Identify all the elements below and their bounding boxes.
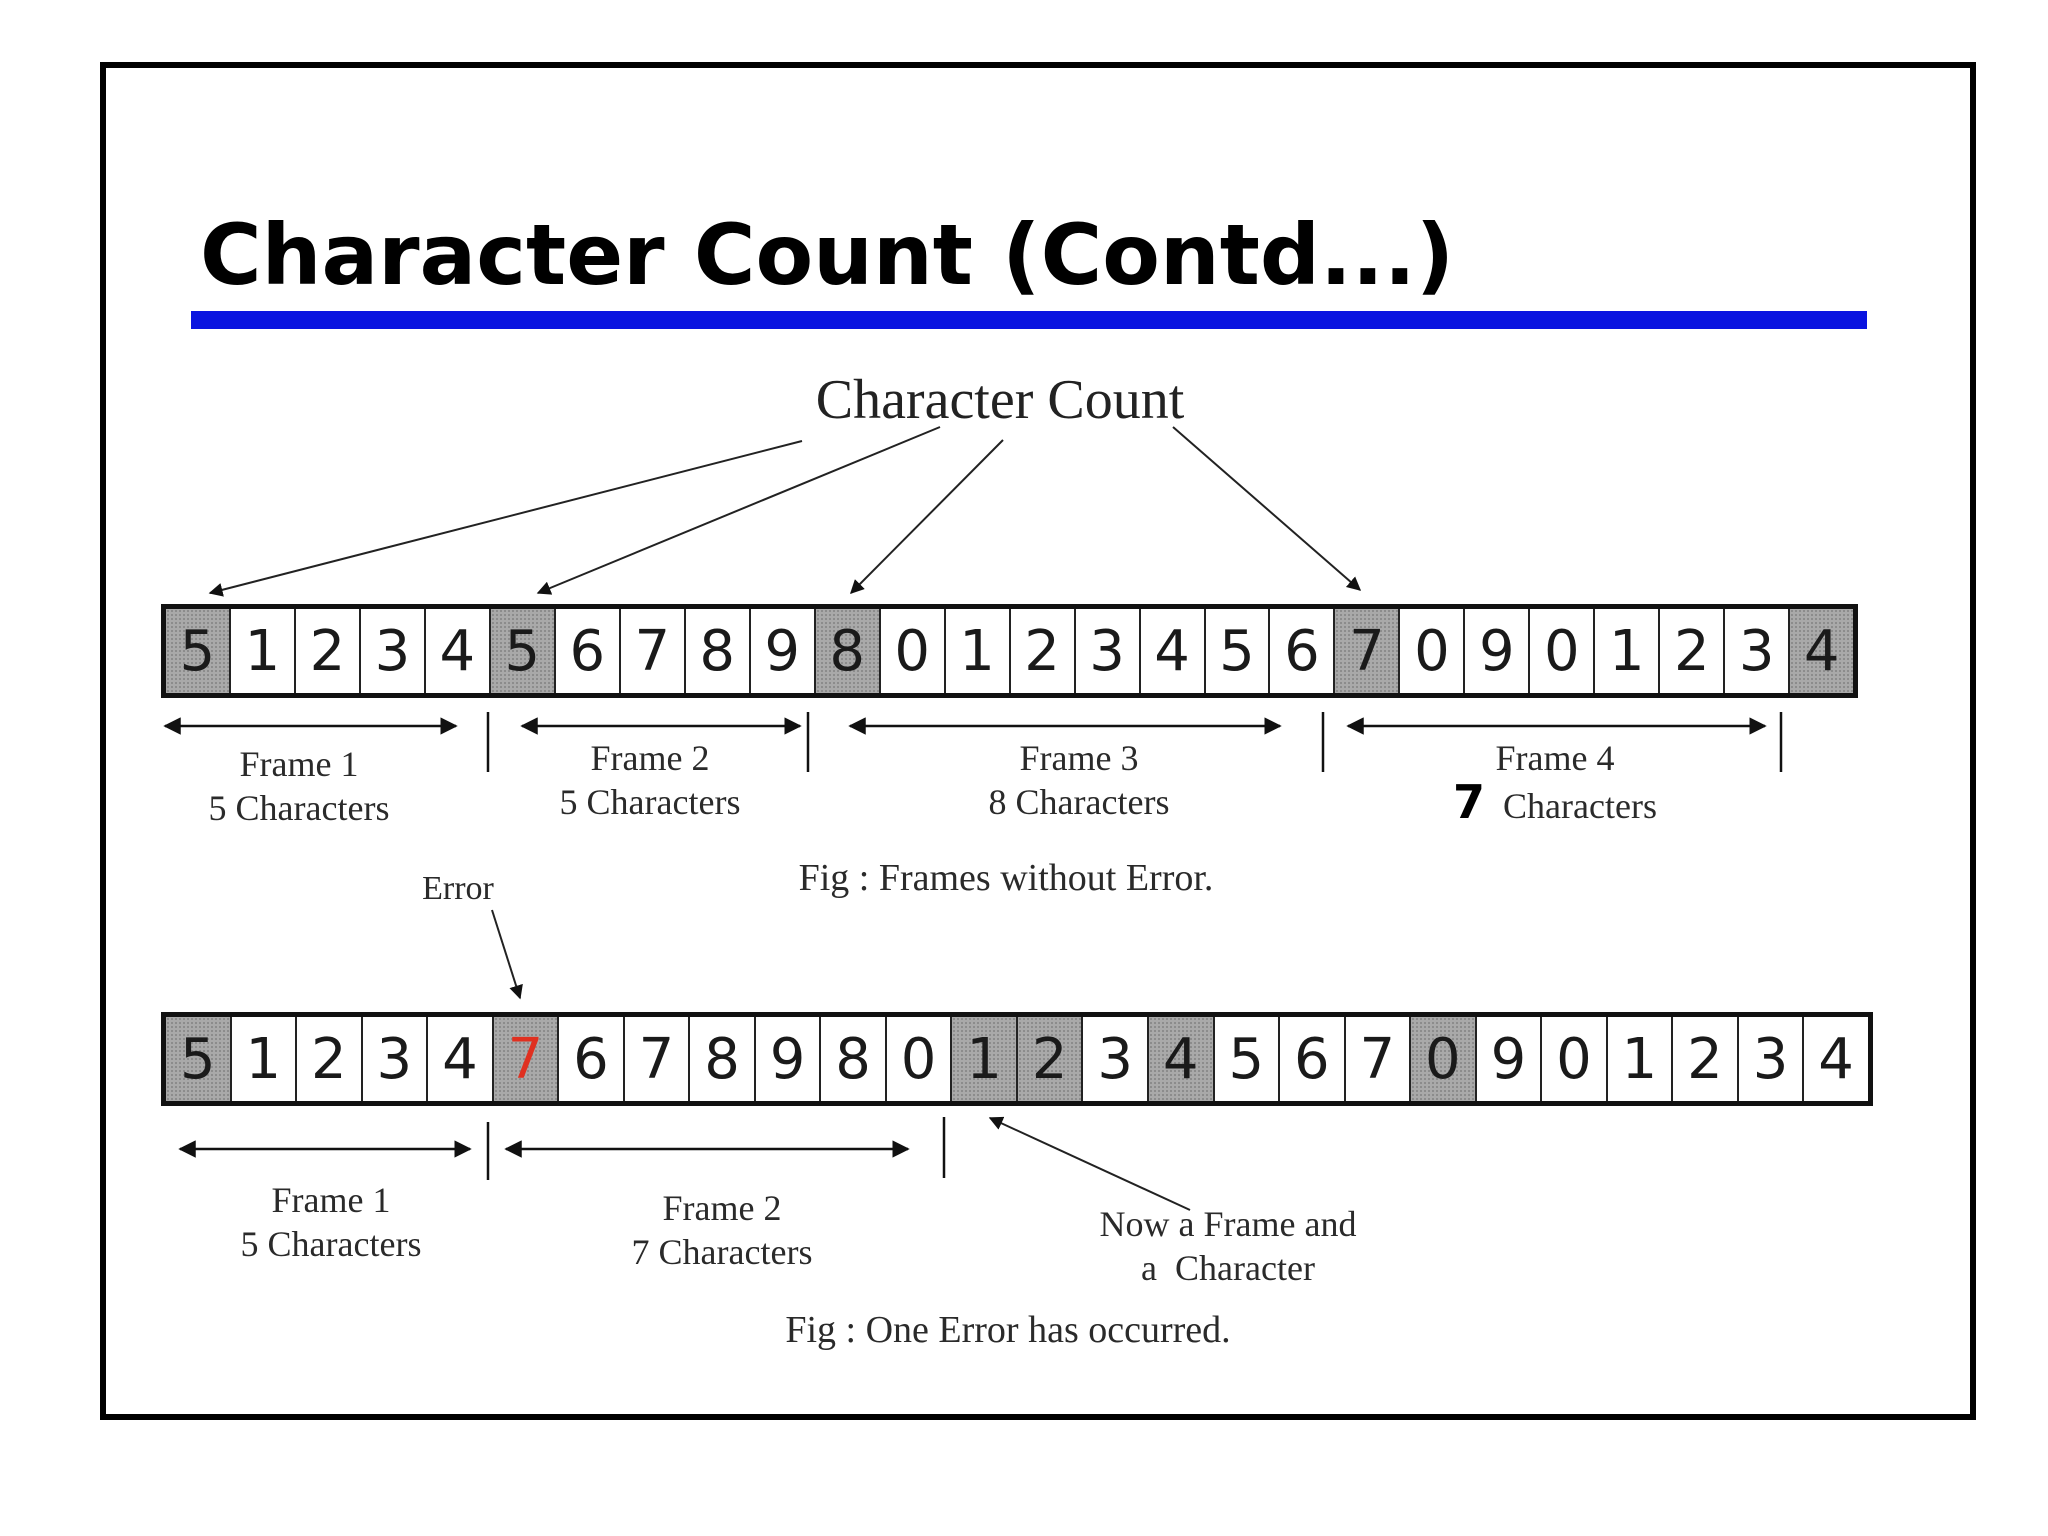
data-cell: 4 — [1804, 1017, 1868, 1101]
data-cell: 6 — [1280, 1017, 1346, 1101]
data-cell: 8 — [821, 1017, 887, 1101]
data-cell: 2 — [297, 1017, 363, 1101]
s2-frame2-label: Frame 2 7 Characters — [631, 1188, 813, 1272]
count-cell: 8 — [815, 609, 881, 693]
count-cell: 5 — [166, 1017, 232, 1101]
data-cell: 9 — [755, 1017, 822, 1101]
character-count-label: Character Count — [815, 369, 1185, 431]
count-cell: 5 — [490, 609, 556, 693]
data-cell: 4 — [425, 609, 491, 693]
count-pointer-arrow-frame2 — [536, 426, 941, 595]
data-cell: 3 — [1083, 1017, 1149, 1101]
data-cell: 0 — [1400, 609, 1466, 693]
data-cell: 2 — [1673, 1017, 1739, 1101]
s2-frame1-label: Frame 1 5 Characters — [240, 1180, 422, 1264]
data-cell: 1 — [231, 1017, 298, 1101]
count-cell: 2 — [1017, 1017, 1084, 1101]
new-frame-pointer-arrow — [988, 1116, 1191, 1211]
data-cell: 3 — [1725, 609, 1791, 693]
error-pointer-arrow — [491, 909, 523, 1000]
data-cell: 0 — [880, 609, 946, 693]
count-pointer-arrow-frame3 — [850, 439, 1004, 594]
data-cell: 7 — [1345, 1017, 1412, 1101]
count-cell: 7 — [1335, 609, 1401, 693]
slide-frame — [100, 62, 1976, 1420]
data-cell: 1 — [1595, 609, 1661, 693]
s1-frame3-label: Frame 3 8 Characters — [988, 738, 1170, 822]
data-cell: 3 — [1075, 609, 1141, 693]
data-cell: 1 — [230, 609, 296, 693]
data-cell: 2 — [295, 609, 361, 693]
new-frame-note: Now a Frame and a Character — [1099, 1204, 1357, 1288]
count-cell: 0 — [1411, 1017, 1477, 1101]
data-cell: 7 — [624, 1017, 691, 1101]
s1-frame2-label: Frame 2 5 Characters — [559, 738, 741, 822]
slide-title: Character Count (Contd...) — [200, 206, 1455, 304]
s1-frame4-label: Frame 4 7 Characters — [1453, 738, 1657, 829]
error-label: Error — [422, 870, 494, 907]
data-cell: 4 — [1140, 609, 1206, 693]
data-cell: 5 — [1214, 1017, 1281, 1101]
data-cell: 3 — [360, 609, 426, 693]
data-cell: 1 — [945, 609, 1011, 693]
data-cell: 0 — [1530, 609, 1596, 693]
data-cell: 3 — [1738, 1017, 1805, 1101]
count-pointer-arrow-frame1 — [208, 440, 803, 597]
data-cell: 0 — [1542, 1017, 1608, 1101]
data-cell: 9 — [1476, 1017, 1543, 1101]
data-cell: 9 — [750, 609, 816, 693]
title-underline — [191, 311, 1867, 329]
data-cell: 4 — [428, 1017, 494, 1101]
data-cell: 1 — [1607, 1017, 1674, 1101]
data-cell: 3 — [362, 1017, 429, 1101]
data-cell: 5 — [1205, 609, 1271, 693]
count-cell: 4 — [1790, 609, 1854, 693]
data-cell: 6 — [559, 1017, 625, 1101]
data-cell: 6 — [555, 609, 621, 693]
data-cell: 6 — [1270, 609, 1336, 693]
data-cell: 7 — [620, 609, 686, 693]
count-cell: 5 — [166, 609, 231, 693]
caption-without-error: Fig : Frames without Error. — [798, 857, 1214, 899]
data-cell: 0 — [886, 1017, 953, 1101]
data-cell: 2 — [1010, 609, 1076, 693]
data-cell: 9 — [1465, 609, 1531, 693]
data-cell: 2 — [1660, 609, 1726, 693]
error-count-cell: 7 — [493, 1017, 560, 1101]
count-cell: 1 — [952, 1017, 1018, 1101]
s1-frame1-label: Frame 1 5 Characters — [208, 744, 390, 828]
data-cell: 8 — [685, 609, 751, 693]
caption-one-error: Fig : One Error has occurred. — [785, 1309, 1231, 1351]
count-cell: 4 — [1148, 1017, 1215, 1101]
data-cell: 8 — [690, 1017, 756, 1101]
count-pointer-arrow-frame4 — [1172, 426, 1362, 591]
